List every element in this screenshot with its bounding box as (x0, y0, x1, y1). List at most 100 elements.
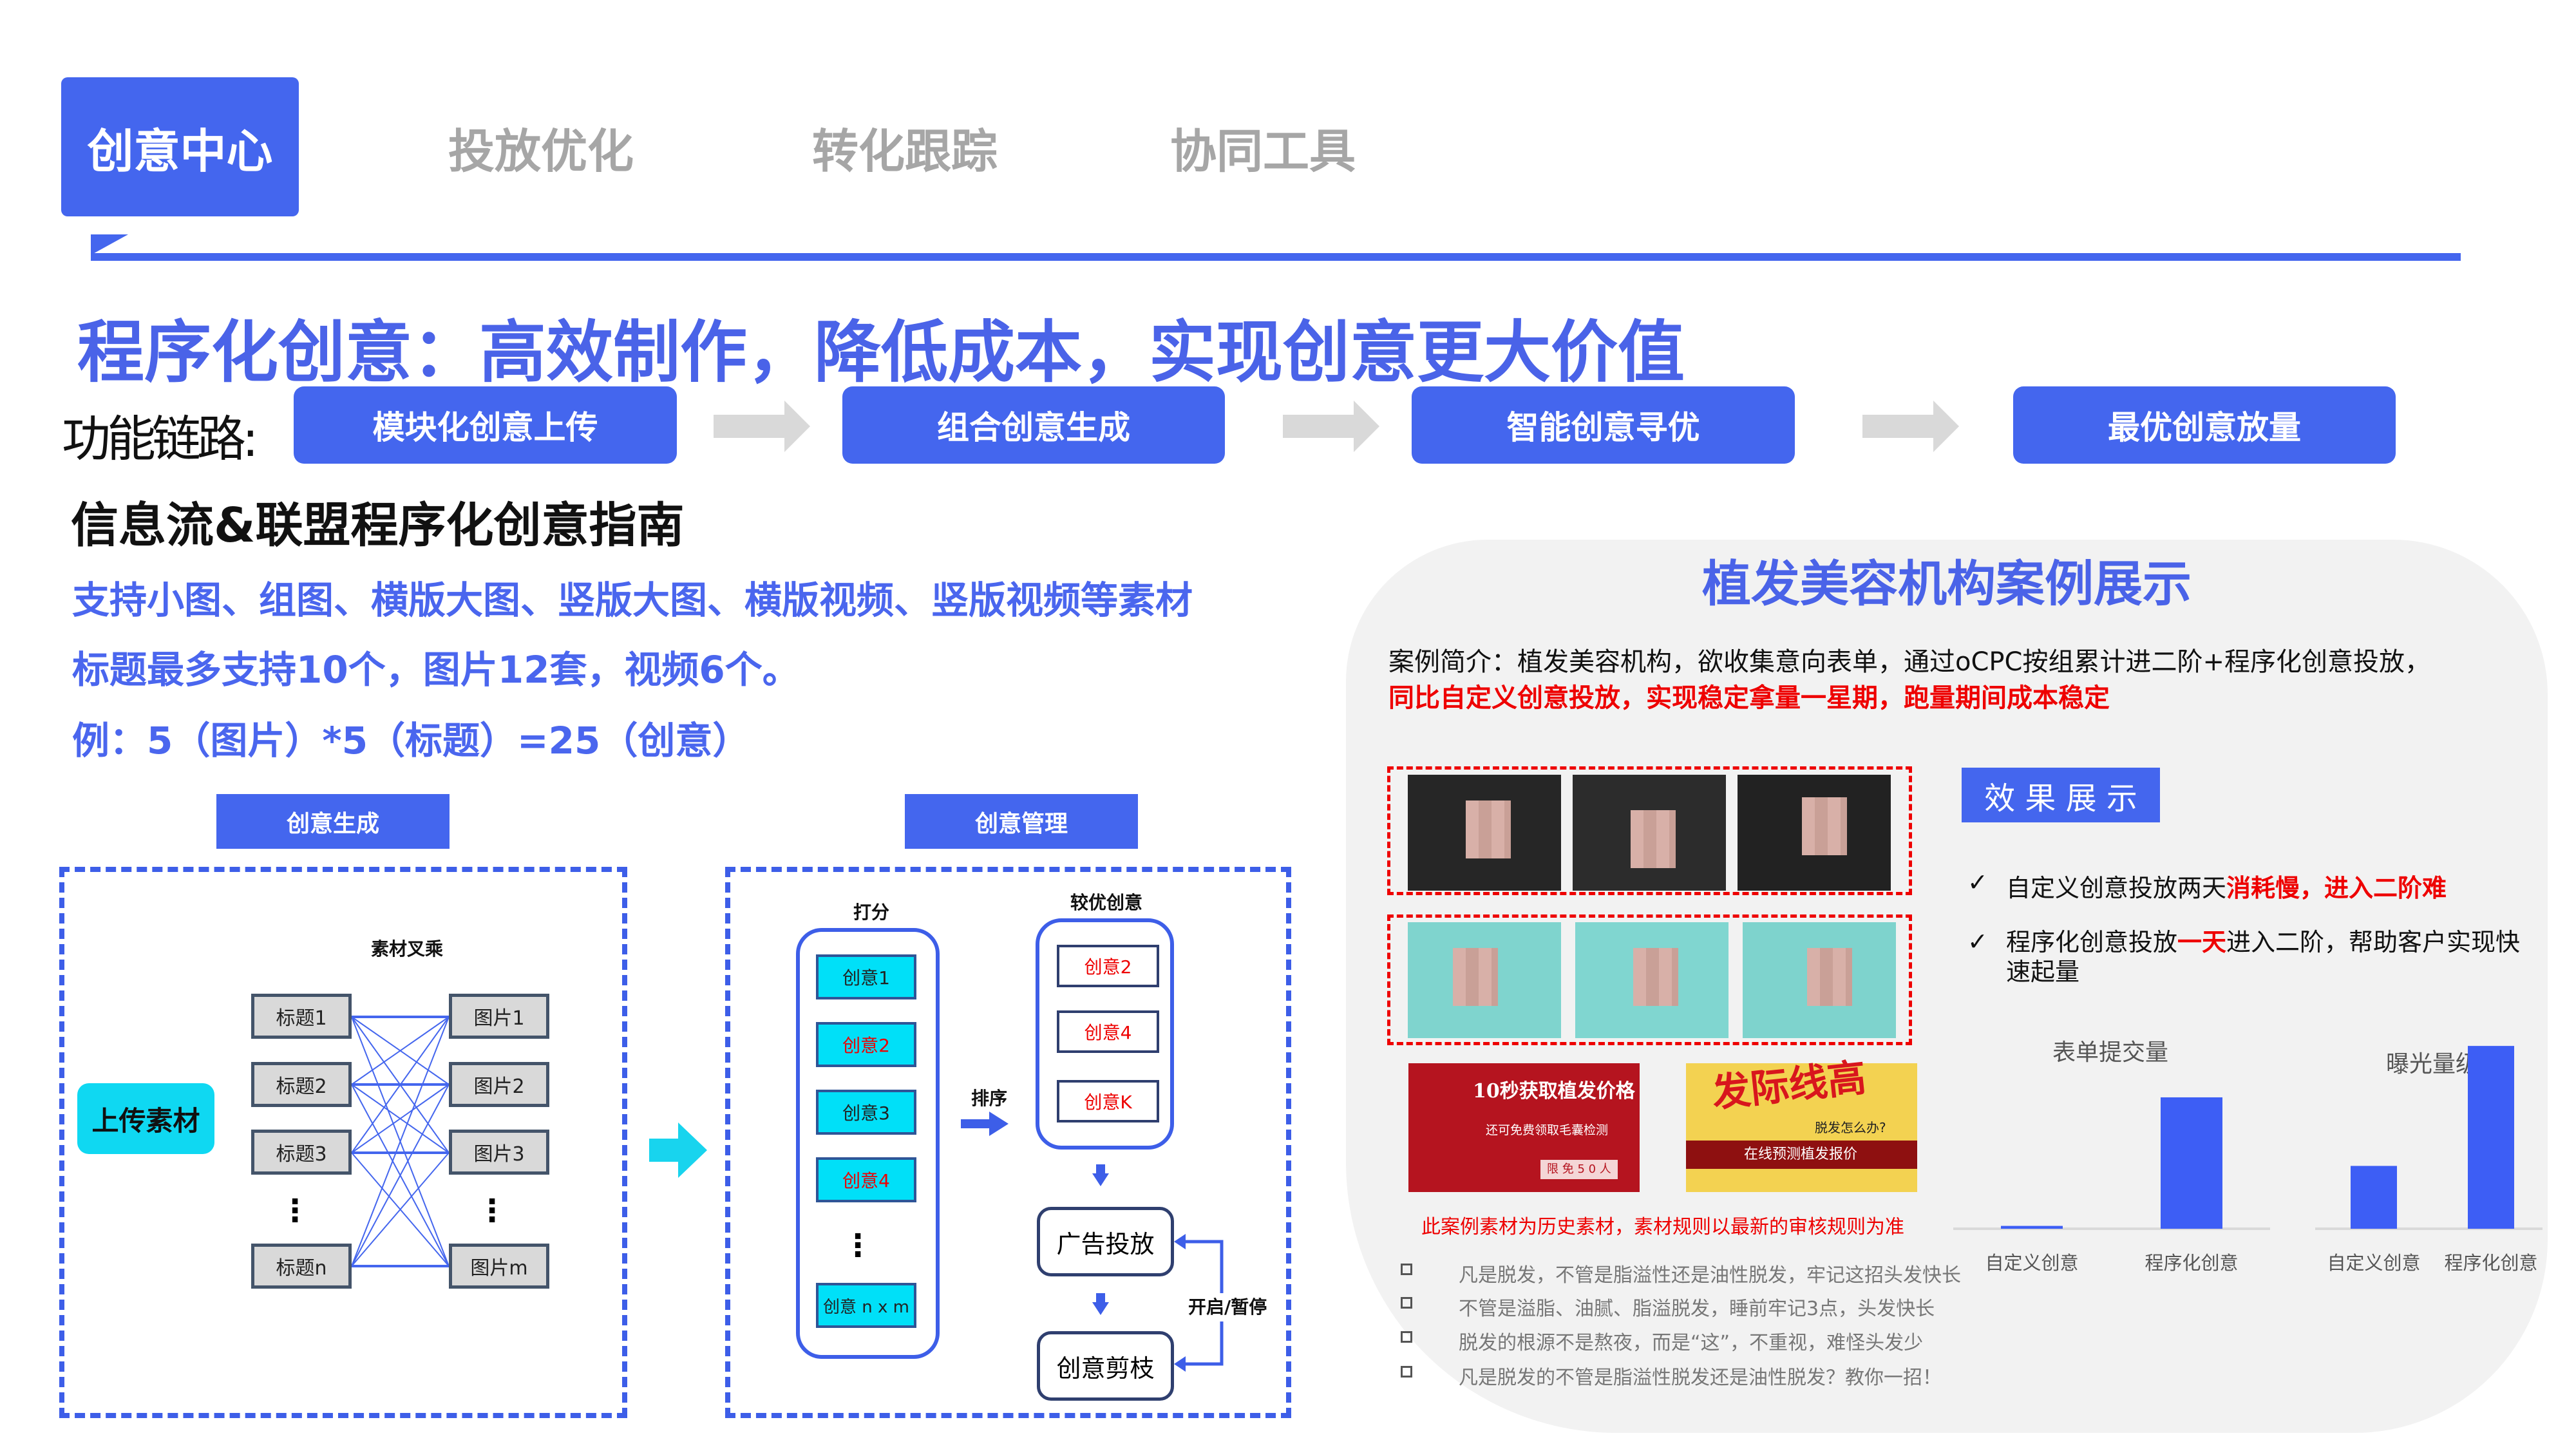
copy-example: 不管是溢脂、油腻、脂溢脱发，睡前牢记3点，头发快长 (1459, 1298, 1935, 1320)
chart-title: 曝光量级 (2385, 1051, 2479, 1077)
check-icon: ✓ (1967, 868, 1988, 896)
arrow-down-icon (1092, 1164, 1109, 1186)
chain-step-scale[interactable]: 最优创意放量 (2013, 386, 2396, 464)
best-creative-item: 创意2 (1057, 945, 1159, 987)
x-tick-label: 程序化创意 (2145, 1252, 2239, 1274)
chain-step-optimize[interactable]: 智能创意寻优 (1412, 386, 1795, 464)
copy-example: 凡是脱发，不管是脂溢性还是油性脱发，牢记这招头发快长 (1459, 1264, 1961, 1287)
x-tick-label: 自定义创意 (2327, 1252, 2421, 1274)
creative-photo (1743, 922, 1896, 1038)
result-text: 进入二阶，帮助客户实现快速起量 (2006, 928, 2521, 986)
checkbox-icon (1401, 1366, 1412, 1378)
result-item: 程序化创意投放一天进入二阶，帮助客户实现快速起量 (2006, 927, 2521, 987)
ad-title: 发际线高 (1709, 1055, 1869, 1117)
arrow-right-icon (1283, 401, 1379, 452)
arrow-right-icon (649, 1122, 707, 1178)
x-tick-label: 自定义创意 (1985, 1252, 2079, 1274)
ad-subtitle: 还可免费领取毛囊检测 (1486, 1123, 1609, 1137)
ad-delivery-step: 广告投放 (1037, 1207, 1174, 1276)
material-cross-label: 素材叉乘 (371, 938, 444, 960)
chart-title: 表单提交量 (2052, 1039, 2169, 1066)
creative-item: 创意2 (816, 1022, 916, 1067)
arrow-right-icon (714, 401, 810, 452)
title-box: 标题2 (251, 1062, 352, 1107)
arrow-right-icon (1862, 401, 1959, 452)
case-title: 植发美容机构案例展示 (1702, 555, 2192, 612)
case-intro: 案例简介：植发美容机构，欲收集意向表单，通过oCPC按组累计进二阶+程序化创意投… (1388, 647, 2430, 677)
result-text: 程序化创意投放 (2006, 928, 2178, 956)
case-highlight: 同比自定义创意投放，实现稳定拿量一星期，跑量期间成本稳定 (1388, 683, 2110, 713)
x-tick-label: 程序化创意 (2444, 1252, 2538, 1274)
toggle-label: 开启/暂停 (1188, 1293, 1267, 1319)
ad-title: 10秒获取植发价格 (1473, 1080, 1635, 1103)
title-box: 标题n (251, 1244, 352, 1289)
creative-management-label: 创意管理 (905, 794, 1138, 849)
creative-pruning-step: 创意剪枝 (1037, 1331, 1174, 1401)
creative-generation-label: 创意生成 (216, 794, 450, 849)
scored-list (796, 928, 940, 1359)
ellipsis-dots: ⋮ (477, 1193, 507, 1229)
image-box: 图片2 (449, 1062, 549, 1107)
sort-label: 排序 (971, 1088, 1008, 1109)
best-creative-item: 创意K (1057, 1080, 1159, 1122)
checkbox-icon (1401, 1331, 1412, 1343)
tab-collaboration-tools[interactable]: 协同工具 (1170, 124, 1356, 178)
ad-bar: 在线预测植发报价 (1686, 1141, 1917, 1169)
image-box: 图片3 (449, 1130, 549, 1175)
ellipsis-dots: ⋮ (842, 1227, 873, 1264)
creative-photo (1408, 922, 1561, 1038)
chain-step-upload[interactable]: 模块化创意上传 (294, 386, 677, 464)
upload-material-button[interactable]: 上传素材 (77, 1083, 214, 1154)
checkbox-icon (1401, 1297, 1412, 1309)
arrow-down-icon (1092, 1293, 1109, 1315)
after-images-frame (1387, 914, 1912, 1045)
result-highlight: 消耗慢，进入二阶难 (2226, 874, 2447, 902)
best-creative-item: 创意4 (1057, 1010, 1159, 1053)
chain-step-generate[interactable]: 组合创意生成 (842, 386, 1225, 464)
effect-label: 效 果 展 示 (1962, 768, 2160, 822)
creative-item: 创意1 (816, 954, 916, 999)
guide-line-1: 支持小图、组图、横版大图、竖版大图、横版视频、竖版视频等素材 (72, 578, 1193, 622)
better-list (1036, 918, 1174, 1150)
creative-item: 创意3 (816, 1090, 916, 1135)
tab-delivery-optimization[interactable]: 投放优化 (448, 124, 634, 178)
ad-image-hairline: 发际线高 脱发怎么办? 在线预测植发报价 (1686, 1056, 1917, 1192)
guide-title: 信息流&联盟程序化创意指南 (71, 498, 685, 553)
tab-conversion-tracking[interactable]: 转化跟踪 (811, 124, 998, 178)
creative-photo (1738, 775, 1891, 891)
guide-line-2: 标题最多支持10个，图片12套，视频6个。 (72, 648, 800, 692)
creative-photo (1408, 775, 1561, 891)
tab-pointer (91, 234, 128, 255)
generation-frame (59, 867, 627, 1418)
tab-creative-center[interactable]: 创意中心 (61, 77, 299, 216)
ad-badge: 限 免 5 0 人 (1540, 1160, 1618, 1179)
loop-arrow-icon (1174, 1234, 1224, 1372)
image-box: 图片1 (449, 994, 549, 1039)
better-creatives-label: 较优创意 (1070, 892, 1143, 913)
management-frame (725, 867, 1291, 1418)
title-box: 标题3 (251, 1130, 352, 1175)
arrow-right-icon (961, 1112, 1009, 1136)
copy-example: 凡是脱发的不管是脂溢性脱发还是油性脱发？教你一招！ (1459, 1367, 1942, 1389)
score-label: 打分 (853, 902, 890, 923)
before-images-frame (1387, 766, 1912, 895)
image-box: 图片m (449, 1244, 549, 1289)
tab-underline (91, 253, 2461, 261)
creative-item: 创意 n x m (816, 1283, 916, 1328)
creative-item: 创意4 (816, 1157, 916, 1202)
creative-photo (1573, 775, 1726, 891)
result-item: 自定义创意投放两天消耗慢，进入二阶难 (2006, 868, 2447, 904)
creative-photo (1575, 922, 1728, 1038)
ad-subtitle: 脱发怎么办? (1815, 1120, 1886, 1135)
page-headline: 程序化创意：高效制作，降低成本，实现创意更大价值 (77, 313, 1685, 392)
ad-image-price: 10秒获取植发价格 还可免费领取毛囊检测 限 免 5 0 人 (1408, 1063, 1640, 1192)
checkbox-icon (1401, 1264, 1412, 1275)
ellipsis-dots: ⋮ (279, 1193, 310, 1229)
material-notice: 此案例素材为历史素材，素材规则以最新的审核规则为准 (1421, 1216, 1904, 1238)
chain-label: 功能链路: (62, 410, 259, 468)
check-icon: ✓ (1967, 927, 1988, 956)
guide-line-3: 例：5（图片）*5（标题）=25（创意） (72, 719, 750, 762)
result-highlight: 一天 (2177, 928, 2227, 956)
copy-example: 脱发的根源不是熬夜，而是“这”，不重视，难怪头发少 (1459, 1332, 1924, 1354)
title-box: 标题1 (251, 994, 352, 1039)
